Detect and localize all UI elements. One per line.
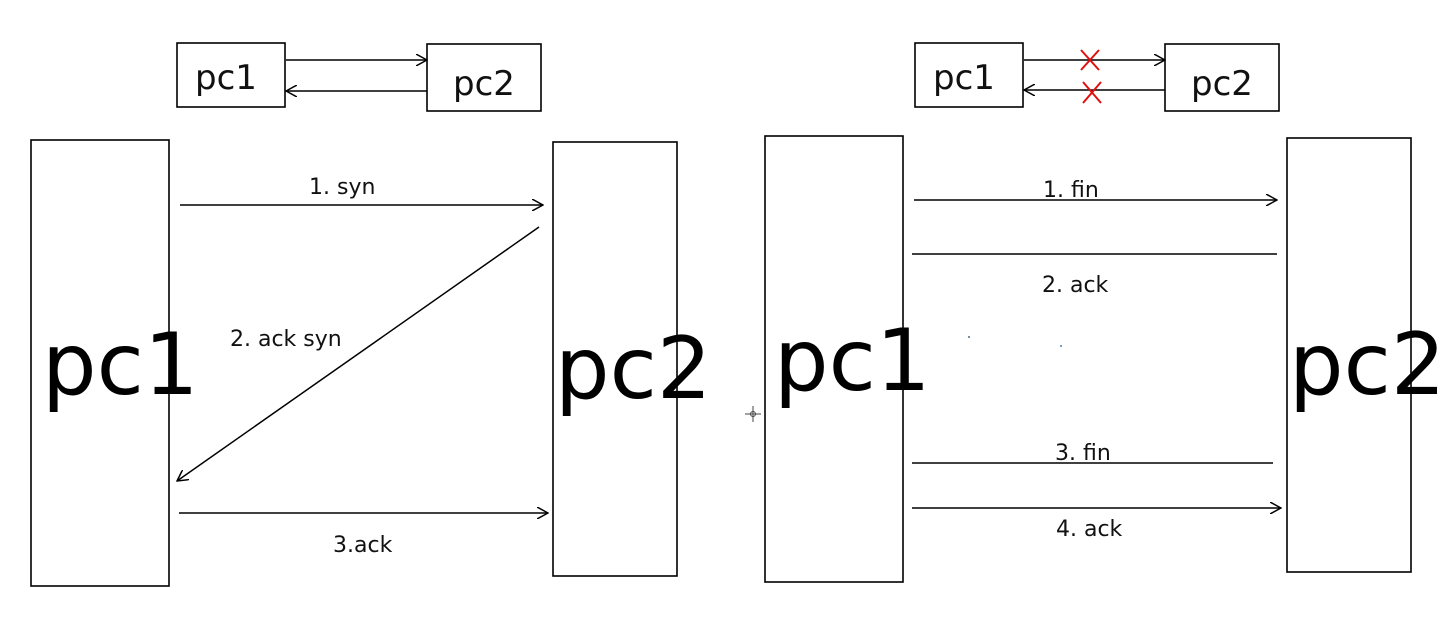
right-small-pc2-box <box>1164 43 1280 112</box>
right-big-pc2-label: pc2 <box>1289 315 1437 415</box>
left-small-pc1-box <box>176 42 286 108</box>
right-msg2-label: 2. ack <box>1042 273 1109 298</box>
crosshair-icon <box>745 406 761 422</box>
stray-dot <box>968 336 970 338</box>
left-msg2-label: 2. ack syn <box>230 327 342 352</box>
left-diagram: pc1 pc2 pc1 pc2 1. syn 2. ack syn 3.ack <box>30 42 712 587</box>
stray-dot <box>1060 345 1062 347</box>
left-big-pc1-label: pc1 <box>42 315 199 415</box>
left-big-pc2-label: pc2 <box>555 319 712 419</box>
right-diagram: pc1 pc2 pc1 pc2 1. fin 2. ack 3. fin 4. … <box>745 42 1437 583</box>
cross-icon <box>1082 81 1102 104</box>
left-big-pc2-box <box>552 141 678 577</box>
right-big-pc2-box <box>1286 137 1412 573</box>
right-small-pc1-box <box>914 42 1024 108</box>
left-small-pc2-box <box>426 43 542 112</box>
right-big-pc1-label: pc1 <box>774 311 931 411</box>
right-msg1-label: 1. fin <box>1043 178 1099 203</box>
left-small-pc2-label: pc2 <box>453 64 515 104</box>
right-msg3-label: 3. fin <box>1055 441 1111 466</box>
right-msg4-label: 4. ack <box>1056 517 1123 542</box>
left-small-pc1-label: pc1 <box>195 58 257 98</box>
left-msg3-label: 3.ack <box>333 533 393 558</box>
right-big-pc1-box <box>764 135 904 583</box>
left-msg1-label: 1. syn <box>309 175 375 200</box>
right-small-pc2-label: pc2 <box>1191 64 1253 104</box>
left-big-pc1-box <box>30 139 170 587</box>
cross-icon <box>1080 49 1100 71</box>
right-small-pc1-label: pc1 <box>933 58 995 98</box>
left-msg2-arrow <box>177 226 540 481</box>
